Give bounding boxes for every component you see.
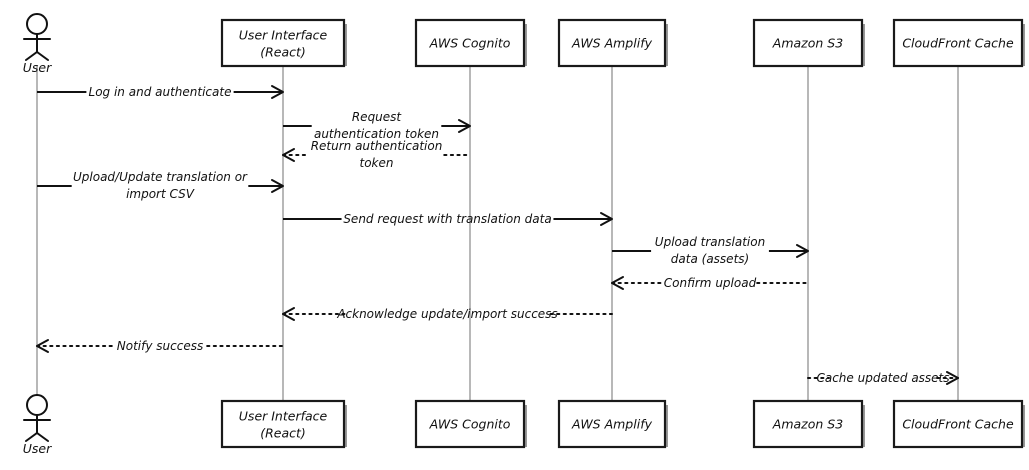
- actor-user-top[interactable]: User: [23, 13, 52, 75]
- participant-label-line1: Amazon S3: [772, 417, 843, 432]
- message-return-authentication[interactable]: Return authentication token: [282, 139, 471, 170]
- participant-box[interactable]: [557, 399, 667, 449]
- participant-ui-top[interactable]: User Interface (React): [220, 18, 347, 68]
- actor-legs-icon: [25, 431, 49, 442]
- message-arrowhead: [36, 339, 49, 353]
- message-label: Acknowledge update/import success: [336, 307, 557, 321]
- participant-label-line1: CloudFront Cache: [902, 417, 1014, 432]
- actor-label: User: [23, 60, 52, 75]
- message-label-line2: data (assets): [671, 252, 749, 266]
- message-label-line1: Upload/Update translation or: [73, 170, 248, 184]
- participant-label-line1: AWS Amplify: [571, 417, 653, 432]
- actor-legs-icon: [25, 50, 49, 61]
- actor-label: User: [23, 441, 52, 456]
- message-label-line1: Return authentication: [311, 139, 443, 153]
- message-send-request-with-translation-data[interactable]: Send request with translation data: [283, 212, 613, 226]
- message-arrowhead: [282, 307, 295, 321]
- participant-label-line2: (React): [260, 45, 306, 60]
- participant-cognito-top[interactable]: AWS Cognito: [414, 18, 527, 68]
- participant-cloudfront-bottom[interactable]: CloudFront Cache: [892, 399, 1025, 449]
- message-arrowhead: [282, 148, 295, 162]
- message-arrowhead: [458, 119, 471, 133]
- participant-ui-bottom[interactable]: User Interface (React): [220, 399, 347, 449]
- participant-cognito-bottom[interactable]: AWS Cognito: [414, 399, 527, 449]
- participant-box[interactable]: [220, 18, 346, 68]
- participant-box[interactable]: [752, 18, 864, 68]
- message-label: Log in and authenticate: [89, 85, 232, 99]
- message-label-line1: Request: [352, 110, 403, 124]
- participant-label-line1: AWS Cognito: [429, 417, 511, 432]
- message-label-line2: authentication token: [314, 127, 439, 141]
- participant-box[interactable]: [220, 399, 346, 449]
- participant-label-line1: User Interface: [239, 409, 328, 424]
- participant-cloudfront-top[interactable]: CloudFront Cache: [892, 18, 1025, 68]
- message-label-line1: Upload translation: [655, 235, 765, 249]
- participant-s3-top[interactable]: Amazon S3: [752, 18, 865, 68]
- message-log-in-and-authenticate[interactable]: Log in and authenticate: [37, 85, 284, 99]
- message-label: Send request with translation data: [343, 212, 551, 226]
- message-label: Notify success: [117, 339, 203, 353]
- message-arrowhead: [946, 371, 959, 385]
- actor-head-icon: [26, 13, 48, 35]
- participant-box[interactable]: [414, 18, 526, 68]
- participant-amplify-bottom[interactable]: AWS Amplify: [557, 399, 668, 449]
- message-arrowhead: [271, 85, 284, 99]
- message-upload-update-translation-or[interactable]: Upload/Update translation or import CSV: [37, 170, 284, 201]
- message-arrowhead: [796, 244, 809, 258]
- participant-box[interactable]: [414, 399, 526, 449]
- participant-box[interactable]: [892, 18, 1024, 68]
- participant-box[interactable]: [752, 399, 864, 449]
- message-upload-translation[interactable]: Upload translation data (assets): [612, 235, 809, 266]
- participant-label-line1: AWS Cognito: [429, 36, 511, 51]
- message-label-line2: import CSV: [126, 187, 195, 201]
- message-label: Confirm upload: [664, 276, 757, 290]
- message-request[interactable]: Request authentication token: [283, 110, 471, 141]
- participant-box[interactable]: [892, 399, 1024, 449]
- message-confirm-upload[interactable]: Confirm upload: [611, 276, 809, 290]
- participant-label-line1: CloudFront Cache: [902, 36, 1014, 51]
- message-label: Cache updated assets: [816, 371, 949, 385]
- actor-head-icon: [26, 394, 48, 416]
- participant-label-line1: Amazon S3: [772, 36, 843, 51]
- message-cache-updated-assets[interactable]: Cache updated assets: [807, 371, 959, 385]
- participant-label-line1: User Interface: [239, 28, 328, 43]
- message-arrowhead: [600, 212, 613, 226]
- message-arrowhead: [611, 276, 624, 290]
- message-notify-success[interactable]: Notify success: [36, 339, 284, 353]
- message-label-line2: token: [360, 156, 394, 170]
- message-acknowledge-update-import-success[interactable]: Acknowledge update/import success: [282, 307, 613, 321]
- actor-user-bottom[interactable]: User: [23, 394, 52, 456]
- participant-label-line1: AWS Amplify: [571, 36, 653, 51]
- participant-amplify-top[interactable]: AWS Amplify: [557, 18, 668, 68]
- participant-box[interactable]: [557, 18, 667, 68]
- participant-s3-bottom[interactable]: Amazon S3: [752, 399, 865, 449]
- message-arrowhead: [271, 179, 284, 193]
- participant-label-line2: (React): [260, 426, 306, 441]
